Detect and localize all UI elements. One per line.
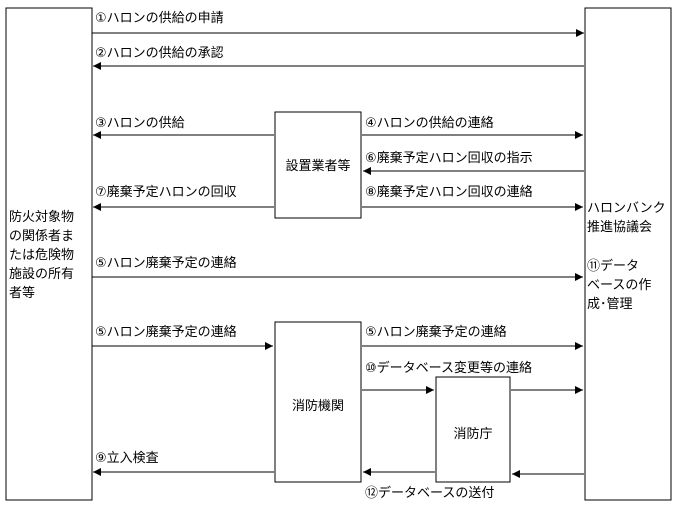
flow-label-4: ④ハロンの供給の連絡 [365, 115, 494, 131]
installer-label: 設置業者等 [285, 158, 350, 174]
fire-authority-label: 消防機関 [292, 398, 344, 414]
svg-text:の関係者ま: の関係者ま [9, 229, 74, 244]
svg-text:ハロンバンク: ハロンバンク [587, 201, 666, 216]
fdma-label: 消防庁 [453, 426, 492, 442]
flow-label-8: ⑧廃棄予定ハロン回収の連絡 [365, 184, 533, 200]
flow-label-10: ⑩データベース変更等の連絡 [365, 360, 532, 376]
flow-label-5b: ⑤ハロン廃棄予定の連絡 [95, 324, 237, 340]
svg-text:成･管理: 成･管理 [587, 297, 633, 312]
flow-label-1: ①ハロンの供給の申請 [95, 11, 224, 26]
owner-label: 防火対象物 の関係者ま たは危険物 施設の所有 者等 [9, 209, 74, 301]
svg-text:施設の所有: 施設の所有 [9, 266, 74, 282]
flow-label-5a: ⑤ハロン廃棄予定の連絡 [95, 255, 237, 271]
flow-label-7: ⑦廃棄予定ハロンの回収 [95, 184, 237, 200]
svg-text:⑪データ: ⑪データ [587, 258, 639, 274]
installer-box [274, 111, 362, 219]
flow-label-6: ⑥廃棄予定ハロン回収の指示 [365, 150, 533, 166]
bank-box [584, 7, 672, 501]
svg-text:ベースの作: ベースの作 [587, 278, 651, 293]
flow-label-9: ⑨立入検査 [95, 451, 159, 466]
svg-text:推進協議会: 推進協議会 [587, 220, 652, 235]
owner-box [5, 7, 93, 501]
flow-label-5c: ⑤ハロン廃棄予定の連絡 [365, 324, 507, 340]
flow-label-2: ②ハロンの供給の承認 [95, 45, 224, 61]
svg-text:たは危険物: たは危険物 [9, 248, 74, 263]
svg-text:防火対象物: 防火対象物 [9, 209, 74, 225]
bank-label: ハロンバンク 推進協議会 [587, 201, 666, 235]
bank-task-label: ⑪データ ベースの作 成･管理 [587, 258, 651, 312]
flow-label-3: ③ハロンの供給 [95, 116, 185, 131]
fire-authority-box [274, 321, 362, 483]
fdma-box [435, 376, 511, 483]
svg-text:者等: 者等 [9, 285, 35, 301]
flow-label-12: ⑫データベースの送付 [365, 485, 494, 501]
